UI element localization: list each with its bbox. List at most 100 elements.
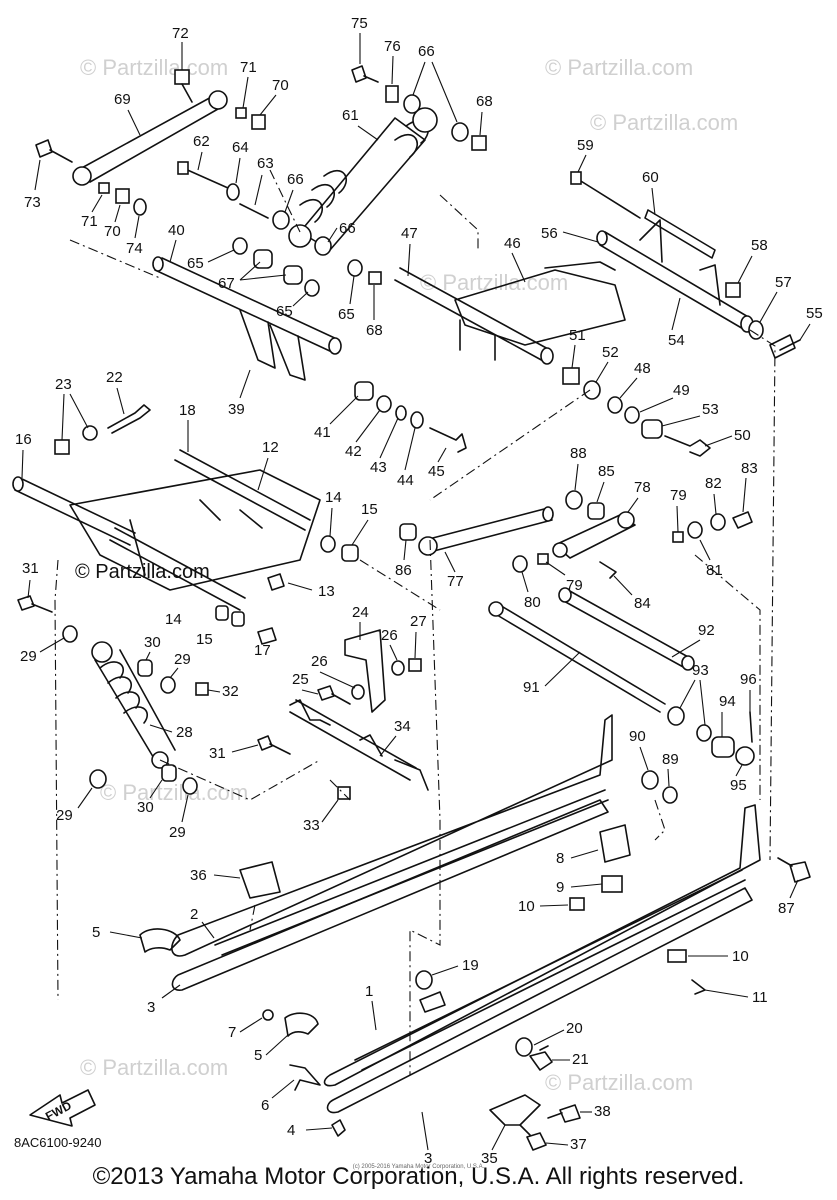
callout-number: 39 [228,401,245,418]
callout-number: 48 [634,360,651,377]
callout-number: 61 [342,107,359,124]
callout-number: 68 [476,93,493,110]
watermark: © Partzilla.com [100,780,248,805]
callout-number: 77 [447,573,464,590]
callout-number: 7 [228,1024,236,1041]
callout-number: 28 [176,724,193,741]
callout-number: 22 [106,369,123,386]
copyright-small-note: (c) 2005-2016 Yamaha Motor Corporation, … [352,1164,485,1170]
watermark: © Partzilla.com [80,55,228,80]
callout-number: 65 [276,303,293,320]
callout-number: 65 [338,306,355,323]
callout-number: 5 [92,924,100,941]
callout-number: 31 [22,560,39,577]
callout-number: 83 [741,460,758,477]
callout-number: 20 [566,1020,583,1037]
leader-lines [54,169,776,1075]
callout-number: 27 [410,613,427,630]
callout-number: 16 [15,431,32,448]
callout-number: 31 [209,745,226,762]
callout-number: 34 [394,718,411,735]
callout-number: 88 [570,445,587,462]
callout-number: 14 [165,611,182,628]
callout-number: 79 [670,487,687,504]
callout-number: 29 [174,651,191,668]
callout-number: 91 [523,679,540,696]
callout-number: 29 [20,648,37,665]
callout-number: 19 [462,957,479,974]
callout-number: 13 [318,583,335,600]
callout-number: 12 [262,439,279,456]
callout-number: 3 [424,1150,432,1167]
callout-number: 55 [806,305,823,322]
callout-number: 67 [218,275,235,292]
callout-number: 1 [365,983,373,1000]
callout-number: 51 [569,327,586,344]
watermark: © Partzilla.com [590,110,738,135]
callout-number: 75 [351,15,368,32]
callout-number: 38 [594,1103,611,1120]
callout-number: 62 [193,133,210,150]
callout-number: 66 [418,43,435,60]
callouts: 72 71 70 69 73 71 70 74 75 76 66 68 61 6… [15,15,823,1167]
callout-number: 70 [104,223,121,240]
callout-number: 63 [257,155,274,172]
callout-number: 74 [126,240,143,257]
callout-number: 26 [381,627,398,644]
callout-number: 90 [629,728,646,745]
callout-number: 21 [572,1051,589,1068]
callout-number: 10 [518,898,535,915]
callout-number: 23 [55,376,72,393]
callout-number: 94 [719,693,736,710]
callout-number: 81 [706,562,723,579]
callout-number: 49 [673,382,690,399]
callout-number: 30 [144,634,161,651]
callout-number: 89 [662,751,679,768]
callout-number: 80 [524,594,541,611]
callout-number: 15 [196,631,213,648]
callout-number: 32 [222,683,239,700]
callout-number: 52 [602,344,619,361]
callout-number: 72 [172,25,189,42]
callout-number: 76 [384,38,401,55]
callout-number: 85 [598,463,615,480]
callout-number: 14 [325,489,342,506]
callout-number: 6 [261,1097,269,1114]
callout-number: 73 [24,194,41,211]
watermark: © Partzilla.com [545,1070,693,1095]
callout-number: 3 [147,999,155,1016]
callout-number: 33 [303,817,320,834]
callout-number: 78 [634,479,651,496]
callout-number: 26 [311,653,328,670]
callout-number: 82 [705,475,722,492]
callout-number: 68 [366,322,383,339]
callout-number: 30 [137,799,154,816]
callout-number: 66 [287,171,304,188]
callout-number: 8 [556,850,564,867]
callout-number: 2 [190,906,198,923]
callout-number: 25 [292,671,309,688]
callout-number: 59 [577,137,594,154]
parts-linework [12,65,811,1151]
callout-number: 9 [556,879,564,896]
callout-number: 69 [114,91,131,108]
callout-number: 93 [692,662,709,679]
callout-number: 71 [240,59,257,76]
callout-number: 37 [570,1136,587,1153]
callout-number: 18 [179,402,196,419]
callout-number: 43 [370,459,387,476]
callout-number: 58 [751,237,768,254]
callout-number: 60 [642,169,659,186]
callout-number: 15 [361,501,378,518]
callout-number: 95 [730,777,747,794]
callout-number: 53 [702,401,719,418]
callout-number: 47 [401,225,418,242]
callout-number: 5 [254,1047,262,1064]
callout-number: 35 [481,1150,498,1167]
callout-number: 46 [504,235,521,252]
callout-number: 92 [698,622,715,639]
callout-number: 24 [352,604,369,621]
callout-number: 79 [566,577,583,594]
fwd-arrow-label: FWD [43,1098,74,1123]
